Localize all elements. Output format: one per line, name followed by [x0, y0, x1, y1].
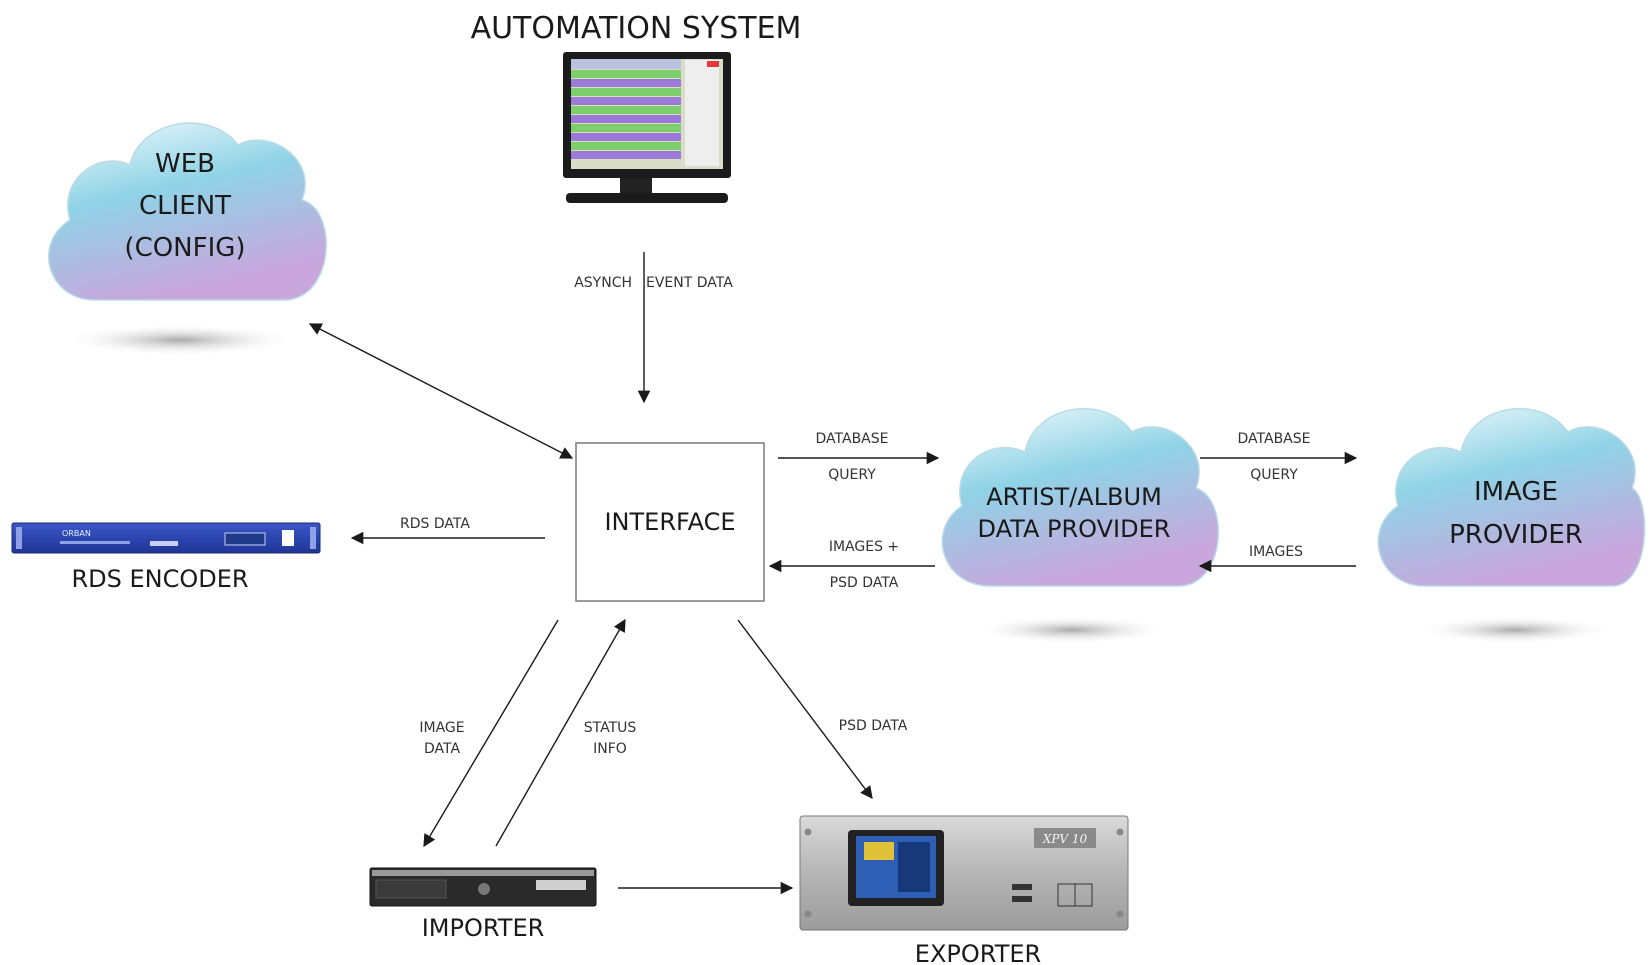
importer-icon: [369, 867, 597, 907]
artist-album-label-line2: DATA PROVIDER: [978, 515, 1171, 543]
image-provider-cloud: IMAGE PROVIDER: [1377, 408, 1646, 644]
edge-event-data-label: EVENT DATA: [646, 275, 733, 291]
edge-importer-to-interface: [495, 618, 626, 847]
edge-images-psd-line2: PSD DATA: [830, 575, 899, 591]
web-client-label-line1: WEB: [155, 149, 215, 179]
interface-box: INTERFACE: [575, 442, 765, 602]
rds-encoder-brand: ORBAN: [62, 529, 91, 538]
rds-encoder-icon: ORBAN: [11, 522, 321, 554]
edge-interface-to-exporter: [737, 619, 873, 800]
edge-status-info-line2: INFO: [593, 741, 627, 757]
image-provider-label-line2: PROVIDER: [1449, 520, 1583, 550]
edge-db-query1-line1: DATABASE: [816, 431, 889, 447]
edge-images-psd-line1: IMAGES +: [829, 539, 899, 555]
importer-label: IMPORTER: [422, 914, 545, 942]
edge-db-query1-line2: QUERY: [828, 467, 876, 483]
edge-interface-to-importer: [423, 619, 559, 848]
edge-images-label: IMAGES: [1249, 544, 1303, 560]
interface-label: INTERFACE: [604, 508, 735, 536]
web-client-cloud: WEB CLIENT (CONFIG): [48, 122, 327, 356]
edge-asynch-label: ASYNCH: [574, 275, 632, 291]
edge-image-data-line1: IMAGE: [419, 720, 464, 736]
exporter-brand: XPV 10: [1042, 832, 1088, 846]
edge-webclient-interface: [308, 323, 574, 459]
edge-db-query2-line1: DATABASE: [1238, 431, 1311, 447]
edge-db-query2-line2: QUERY: [1250, 467, 1298, 483]
diagram-title: AUTOMATION SYSTEM: [471, 11, 802, 46]
edge-image-data-line2: DATA: [424, 741, 460, 757]
web-client-label-line2: CLIENT: [139, 191, 231, 221]
rds-encoder-label: RDS ENCODER: [71, 565, 248, 593]
artist-album-label-line1: ARTIST/ALBUM: [986, 483, 1162, 511]
edge-psd-data-label: PSD DATA: [839, 718, 908, 734]
edge-status-info-line1: STATUS: [584, 720, 637, 736]
artist-album-cloud: ARTIST/ALBUM DATA PROVIDER: [941, 408, 1220, 644]
exporter-icon: XPV 10: [799, 815, 1129, 931]
image-provider-label-line1: IMAGE: [1474, 477, 1558, 507]
automation-monitor-icon: [563, 52, 731, 203]
exporter-label: EXPORTER: [915, 940, 1041, 965]
web-client-label-line3: (CONFIG): [124, 233, 245, 263]
edge-rds-data-label: RDS DATA: [400, 516, 470, 532]
